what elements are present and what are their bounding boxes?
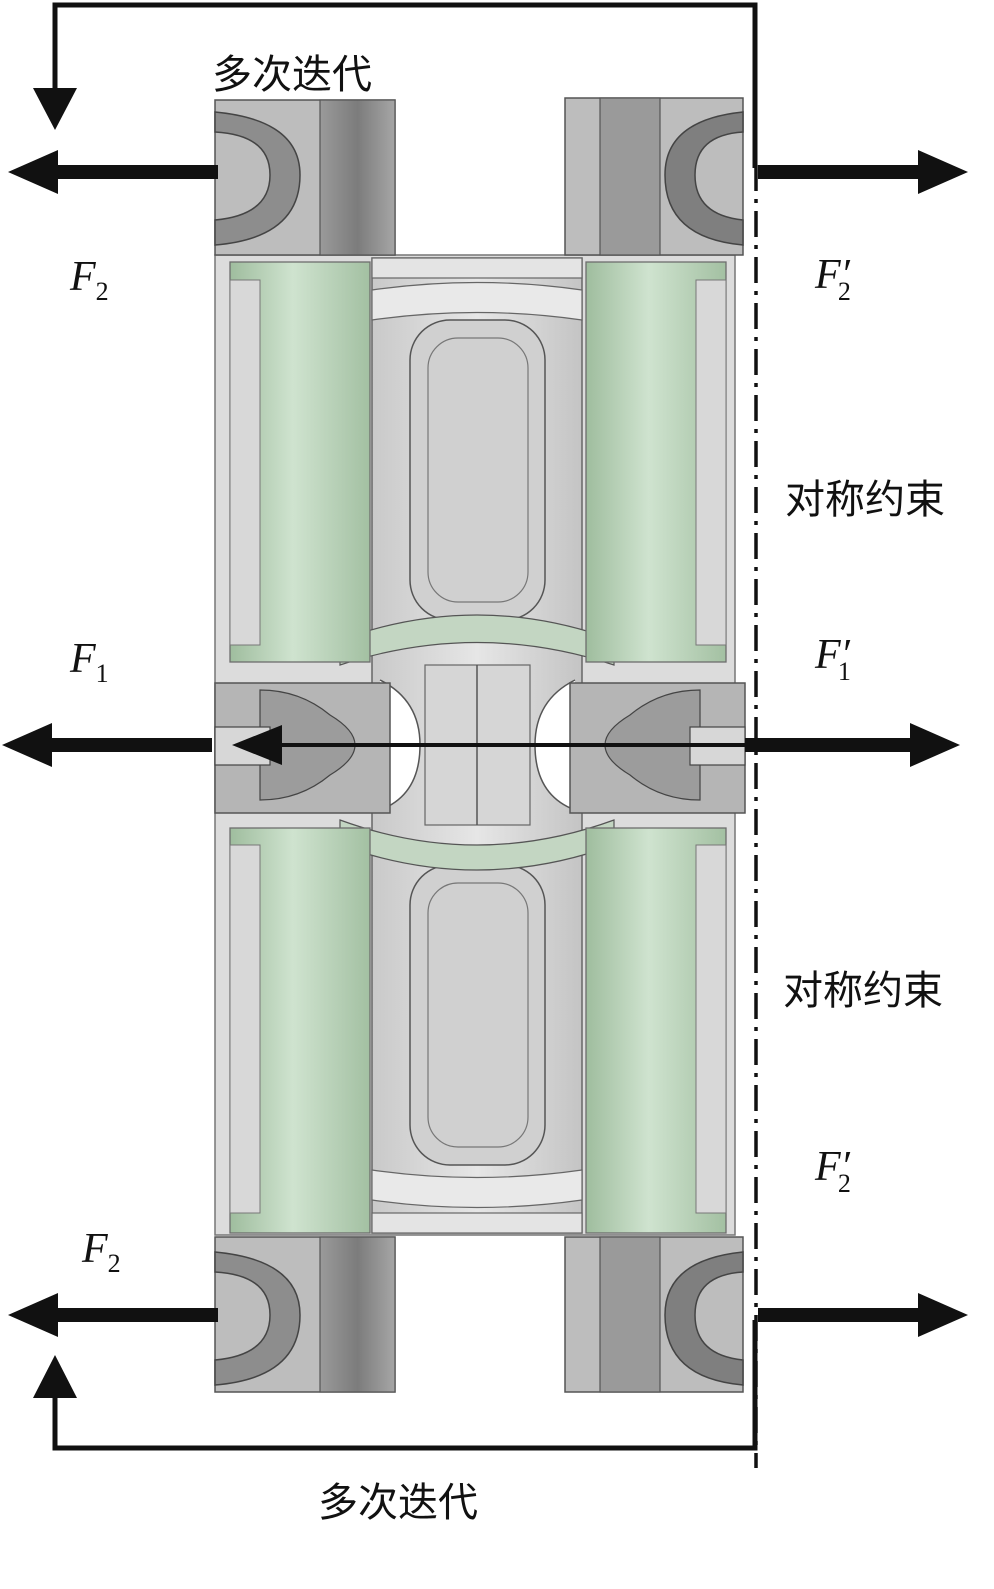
force-f1-right: F′1 bbox=[814, 632, 851, 686]
arrow-f2-bottom-left bbox=[8, 1293, 58, 1337]
label-symmetric-1: 对称约束 bbox=[785, 477, 945, 523]
force-arrows bbox=[2, 150, 968, 1337]
iterate-bottom-arrowhead bbox=[33, 1355, 77, 1398]
end-joints bbox=[214, 97, 744, 1393]
label-symmetric-2: 对称约束 bbox=[783, 968, 943, 1014]
force-f1-left: F1 bbox=[69, 636, 109, 688]
force-f2-top-right: F′2 bbox=[814, 252, 851, 306]
arrow-f1-left bbox=[2, 723, 52, 767]
arrow-f2-top-right bbox=[918, 150, 968, 194]
arrow-f2-bottom-right bbox=[918, 1293, 968, 1337]
arrow-f2-top-left bbox=[8, 150, 58, 194]
label-iterate-bottom: 多次迭代 bbox=[318, 1480, 478, 1526]
arrow-f1-right bbox=[910, 723, 960, 767]
rubber-cylinders bbox=[229, 261, 727, 1234]
label-iterate-top: 多次迭代 bbox=[212, 52, 372, 98]
force-f2-bottom-right: F′2 bbox=[814, 1144, 851, 1198]
force-f2-bottom-left: F2 bbox=[81, 1226, 121, 1278]
force-f2-top-left: F2 bbox=[69, 254, 109, 306]
iterate-top-arrowhead bbox=[33, 88, 77, 130]
